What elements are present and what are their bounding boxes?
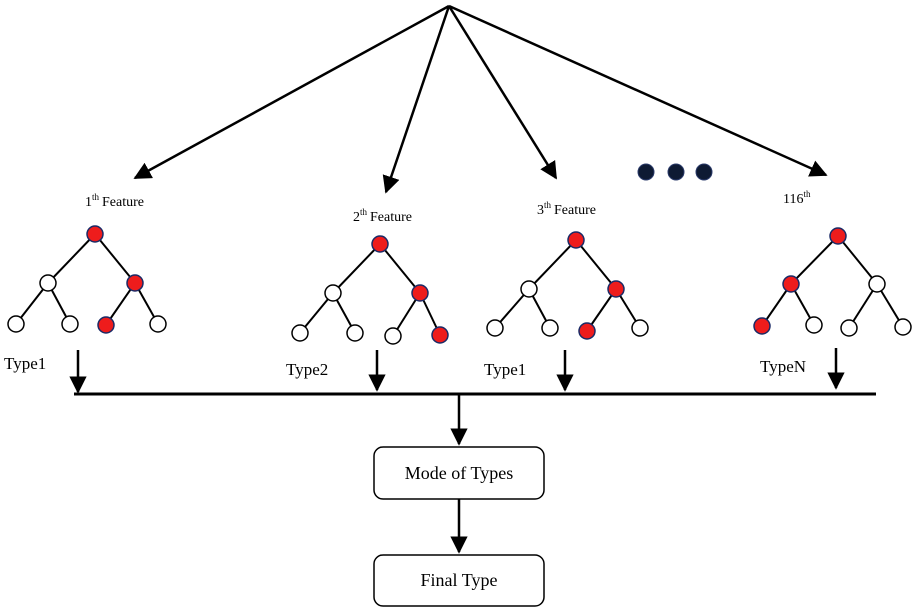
fan-arrow-1	[133, 4, 450, 180]
tree-node	[39, 274, 57, 292]
tree-node	[291, 324, 309, 342]
tree-edge	[94, 233, 136, 284]
decision-tree-3	[486, 231, 649, 340]
tree-node-highlighted	[753, 317, 771, 335]
mode-of-types-label: Mode of Types	[405, 463, 513, 483]
tree-node	[840, 319, 858, 337]
tree-node	[61, 315, 79, 333]
tree-node	[384, 327, 402, 345]
tree-node-highlighted	[411, 284, 429, 302]
tree-edge	[790, 235, 839, 285]
tree-node	[7, 315, 25, 333]
feature-label-4: 116th	[783, 189, 811, 207]
final-type-label: Final Type	[421, 570, 498, 590]
tree-edge	[837, 235, 878, 285]
fan-out-arrows	[133, 4, 828, 194]
tree-node	[324, 284, 342, 302]
ellipsis-dots	[637, 163, 713, 181]
ellipsis-dot	[637, 163, 655, 181]
tree-node-highlighted	[431, 326, 449, 344]
tree-node	[486, 319, 504, 337]
type-label-4: TypeN	[760, 357, 806, 376]
ellipsis-dot	[695, 163, 713, 181]
tree-node-highlighted	[607, 280, 625, 298]
fan-arrow-3	[447, 5, 558, 180]
decision-tree-1	[7, 225, 167, 334]
tree-node-highlighted	[578, 322, 596, 340]
tree-edge	[47, 233, 96, 284]
tree-edge	[528, 239, 577, 290]
tree-edge	[332, 243, 381, 294]
tree-node-highlighted	[126, 274, 144, 292]
tree-node-highlighted	[86, 225, 104, 243]
final-type-box: Final Type	[373, 554, 545, 607]
tree-node	[149, 315, 167, 333]
tree-node-highlighted	[829, 227, 847, 245]
tree-node	[346, 324, 364, 342]
decision-tree-116	[753, 227, 912, 337]
tree-node-highlighted	[782, 275, 800, 293]
type-label-2: Type2	[286, 360, 328, 379]
tree-node	[868, 275, 886, 293]
tree-node	[894, 318, 912, 336]
mode-of-types-box: Mode of Types	[373, 446, 545, 500]
tree-node-highlighted	[97, 316, 115, 334]
type-label-3: Type1	[484, 360, 526, 379]
type-label-1: Type1	[4, 354, 46, 373]
tree-node-highlighted	[371, 235, 389, 253]
ellipsis-dot	[667, 163, 685, 181]
fan-arrow-4	[448, 4, 828, 177]
tree-edge	[379, 243, 421, 294]
tree-node	[520, 280, 538, 298]
fan-arrow-2	[382, 5, 451, 194]
decision-tree-2	[291, 235, 449, 345]
tree-node	[805, 316, 823, 334]
tree-node	[541, 319, 559, 337]
tree-node	[631, 319, 649, 337]
tree-node-highlighted	[567, 231, 585, 249]
tree-edge	[575, 239, 617, 290]
